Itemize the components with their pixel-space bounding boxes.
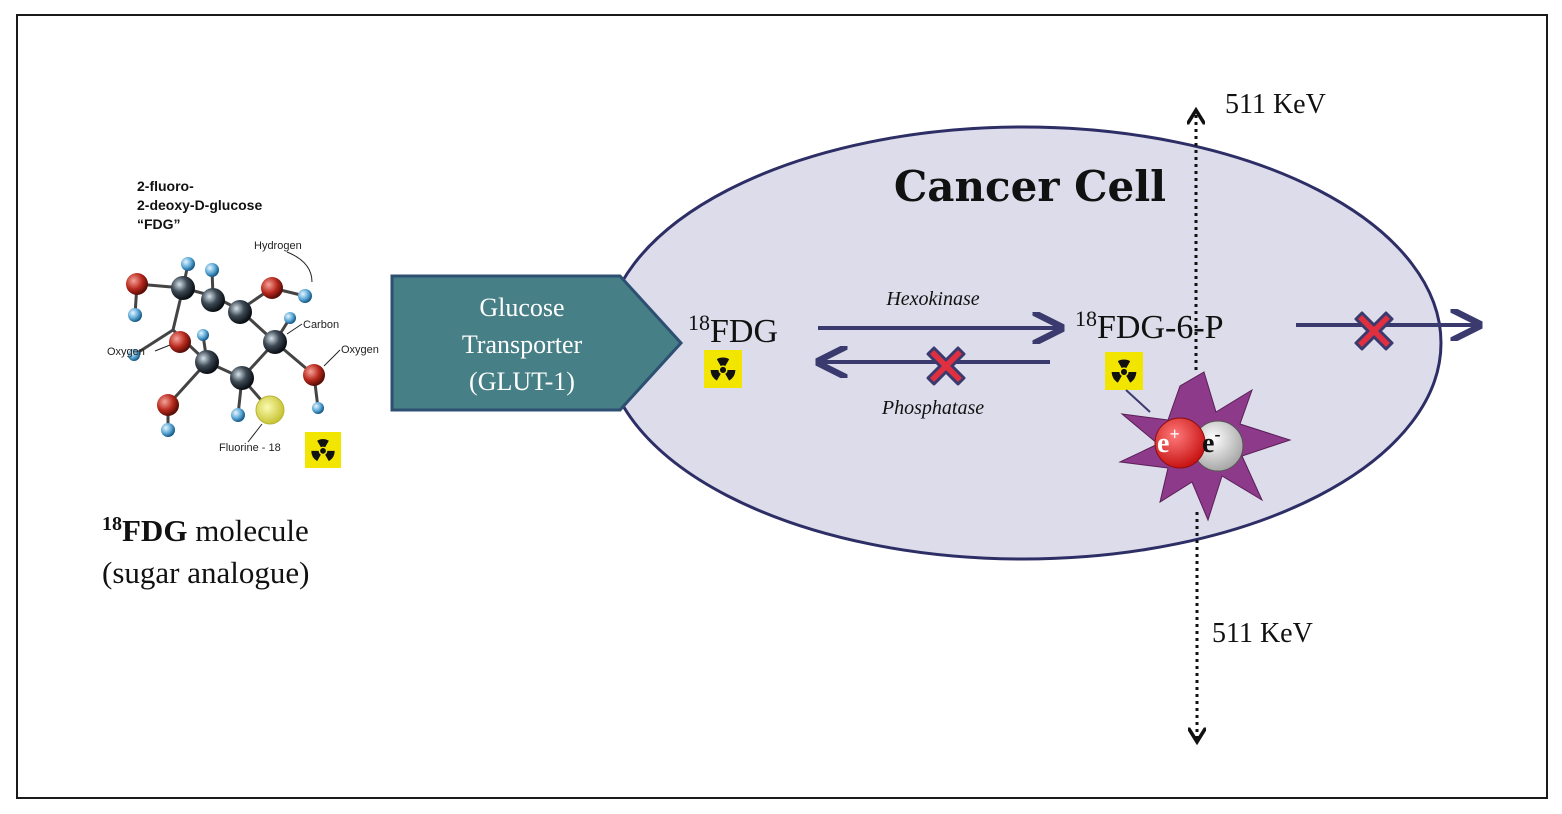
cell-title: Cancer Cell bbox=[894, 162, 1166, 211]
electron-letter: e bbox=[1202, 428, 1214, 459]
electron-label: e- bbox=[1202, 424, 1220, 459]
transporter-line1: Glucose bbox=[479, 293, 564, 322]
fdg6p-text: FDG-6-P bbox=[1097, 309, 1224, 346]
molecule-label-carbon: Carbon bbox=[303, 319, 339, 331]
molecule-label-hydrogen: Hydrogen bbox=[254, 240, 302, 252]
molecule-atoms bbox=[126, 257, 325, 437]
molecule-label-oxygen-left: Oxygen bbox=[107, 346, 145, 358]
fluorine-pointer bbox=[247, 423, 263, 443]
caption-superscript: 18 bbox=[102, 513, 122, 535]
carbon-pointer bbox=[286, 323, 303, 335]
molecule-name-line3: “FDG” bbox=[137, 216, 181, 232]
oxygen-left-pointer bbox=[154, 344, 171, 352]
fdg6p-radiation-icon bbox=[1105, 352, 1143, 390]
molecule-label-fluorine: Fluorine - 18 bbox=[219, 442, 281, 454]
fdg6p-superscript: 18 bbox=[1075, 306, 1097, 331]
hexokinase-label: Hexokinase bbox=[885, 288, 979, 310]
molecule-caption-line2: (sugar analogue) bbox=[102, 555, 309, 590]
positron-label: e+ bbox=[1157, 424, 1180, 459]
positron-letter: e bbox=[1157, 428, 1169, 459]
export-blocked-cross bbox=[1354, 311, 1394, 351]
molecule-caption-line1: 18FDG molecule bbox=[102, 513, 309, 548]
transporter-shape bbox=[390, 274, 684, 412]
fdg-molecule-illustration: 2-fluoro- 2-deoxy-D-glucose “FDG” bbox=[102, 178, 379, 590]
figure-frame bbox=[16, 14, 1548, 799]
fdg-superscript: 18 bbox=[688, 310, 710, 335]
molecule-name-line2: 2-deoxy-D-glucose bbox=[137, 197, 262, 213]
caption-bold: FDG bbox=[122, 513, 187, 548]
molecule-name-line1: 2-fluoro- bbox=[137, 178, 194, 194]
transporter-line2: Transporter bbox=[462, 330, 583, 359]
burst-connector bbox=[1125, 389, 1151, 413]
gamma-bottom-label: 511 KeV bbox=[1212, 618, 1313, 649]
gamma-top-label: 511 KeV bbox=[1225, 89, 1326, 120]
fdg6p-label: 18FDG-6-P bbox=[1075, 306, 1224, 346]
transporter-line3: (GLUT-1) bbox=[469, 367, 575, 396]
fdg-text: FDG bbox=[710, 313, 778, 350]
positron-charge: + bbox=[1169, 424, 1179, 444]
positron-sphere bbox=[1154, 417, 1206, 469]
oxygen-right-pointer bbox=[323, 349, 341, 367]
caption-rest: molecule bbox=[187, 513, 308, 548]
fdg-radiation-icon bbox=[704, 350, 742, 388]
phosphatase-blocked-cross bbox=[926, 346, 966, 386]
phosphatase-label: Phosphatase bbox=[881, 397, 984, 419]
annihilation-burst: e+ e- bbox=[1118, 371, 1292, 522]
electron-charge: - bbox=[1214, 424, 1220, 444]
radiation-icon bbox=[305, 432, 341, 468]
fdg-label: 18FDG bbox=[688, 310, 778, 350]
glucose-transporter: Glucose Transporter (GLUT-1) bbox=[390, 274, 684, 412]
molecule-label-oxygen-right: Oxygen bbox=[341, 344, 379, 356]
hydrogen-pointer bbox=[286, 251, 313, 283]
